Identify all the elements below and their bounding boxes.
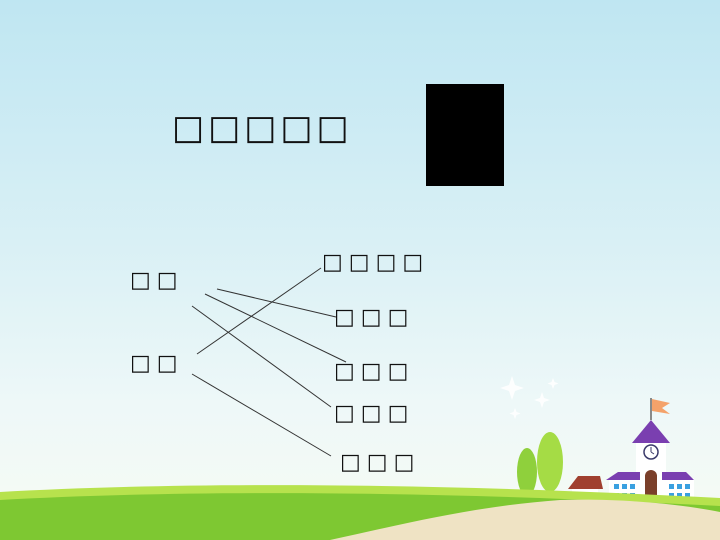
line-2 xyxy=(204,293,347,363)
right-item-2: □□□ xyxy=(334,305,415,330)
left-item-2: □□ xyxy=(130,351,184,376)
right-item-1: □□□□ xyxy=(322,250,430,275)
right-item-3: □□□ xyxy=(334,359,415,384)
tree-small xyxy=(517,448,537,500)
left-item-1: □□ xyxy=(130,268,184,293)
line-4 xyxy=(196,267,322,355)
sparkles xyxy=(500,376,559,419)
right-item-4: □□□ xyxy=(334,401,415,426)
school-building xyxy=(606,398,694,502)
right-item-5: □□□ xyxy=(340,450,421,475)
line-1 xyxy=(216,288,337,318)
line-3 xyxy=(191,305,332,408)
slide-title: □□□□□ xyxy=(172,108,353,148)
grass-highlight xyxy=(0,485,720,506)
redacted-image xyxy=(426,84,504,186)
dirt-path xyxy=(330,499,720,540)
line-5 xyxy=(191,373,332,457)
tree-large xyxy=(537,432,563,500)
